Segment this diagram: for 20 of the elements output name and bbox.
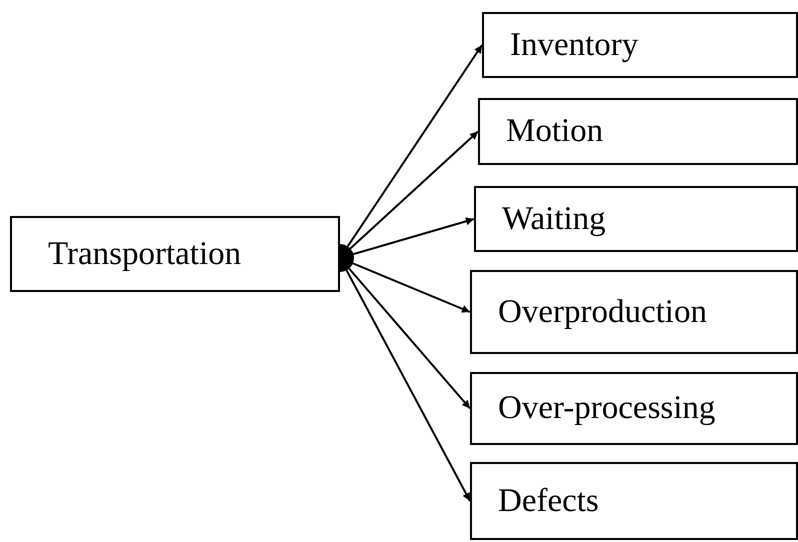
box-label: Over-processing: [498, 390, 716, 427]
arrow: [346, 270, 471, 502]
arrow: [350, 130, 479, 250]
process-box: [470, 372, 798, 445]
arrow: [348, 268, 471, 410]
box-label: Inventory: [510, 26, 638, 64]
process-box: [470, 462, 798, 540]
process-box: [482, 12, 798, 78]
box-label: Waiting: [502, 200, 606, 238]
process-box: [474, 186, 798, 252]
process-box: [10, 216, 340, 292]
arrow: [353, 217, 474, 256]
arrow: [346, 44, 483, 247]
box-label: Transportation: [48, 236, 242, 272]
process-box: [470, 270, 798, 354]
process-box: [478, 98, 798, 165]
box-label: Motion: [506, 113, 604, 150]
box-label: Overproduction: [498, 294, 707, 330]
box-label: Defects: [498, 482, 599, 520]
arrow: [352, 262, 470, 313]
